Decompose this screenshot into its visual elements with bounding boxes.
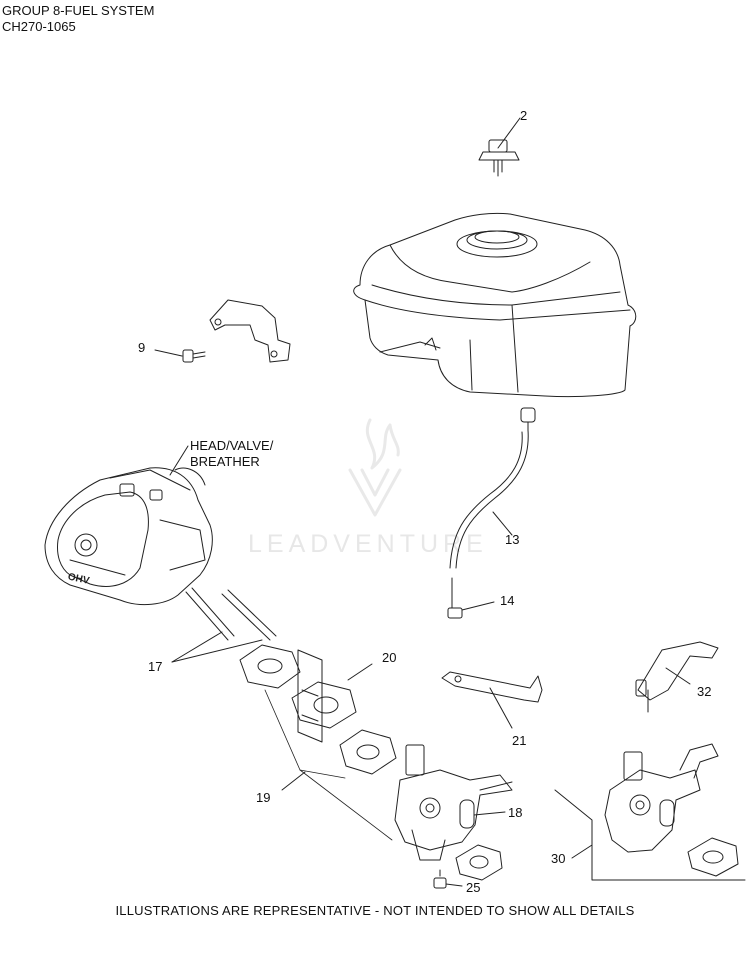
fuel-tank — [353, 212, 637, 398]
callout-32: 32 — [697, 684, 712, 699]
part-32-lever — [635, 641, 719, 713]
leader-30 — [571, 844, 593, 859]
leader-17a — [171, 631, 223, 663]
diagram-model-number: CH270-1065 — [2, 19, 76, 34]
callout-30: 30 — [551, 851, 566, 866]
callout-20: 20 — [382, 650, 397, 665]
callout-17: 17 — [148, 659, 163, 674]
part-21-bracket — [441, 671, 543, 729]
head-valve-breather-assembly: OHV — [44, 445, 213, 606]
callout-13: 13 — [505, 532, 520, 547]
callout-head-line2: BREATHER — [190, 454, 260, 469]
disclaimer-footer: ILLUSTRATIONS ARE REPRESENTATIVE - NOT I… — [115, 903, 635, 918]
part-18-carburetor — [394, 744, 513, 861]
part-13-fuel-hose — [449, 429, 529, 569]
callout-9: 9 — [138, 340, 146, 355]
callout-21: 21 — [512, 733, 527, 748]
callout-25: 25 — [466, 880, 481, 895]
leader-9 — [154, 349, 183, 357]
watermark-text: LEADVENTURE — [248, 530, 488, 558]
callout-2: 2 — [520, 108, 528, 123]
callout-19: 19 — [256, 790, 271, 805]
callout-head-line1: HEAD/VALVE/ — [190, 438, 274, 453]
part-25-screw — [433, 869, 463, 889]
leader-19 — [281, 771, 306, 791]
fuel-filter — [520, 407, 536, 431]
leader-17b — [171, 639, 263, 663]
leader-32 — [665, 667, 691, 685]
part-19-gaskets — [239, 644, 503, 881]
callout-14: 14 — [500, 593, 515, 608]
leader-2 — [497, 117, 521, 149]
watermark-logo — [348, 418, 402, 517]
leader-14 — [461, 601, 495, 611]
leader-13 — [492, 511, 513, 536]
part-2-cap-vent — [478, 117, 521, 177]
part-14-hose-clamp — [447, 577, 495, 619]
part-30-carburetor-assembly — [554, 743, 746, 881]
part-17-studs — [171, 587, 277, 663]
mounting-bracket — [209, 299, 291, 363]
leader-21 — [489, 687, 513, 729]
leader-20 — [347, 663, 373, 681]
part-9-bolt — [154, 349, 206, 363]
callout-18: 18 — [508, 805, 523, 820]
leader-25 — [445, 883, 463, 887]
leader-18 — [473, 811, 506, 816]
leader-head — [169, 445, 189, 476]
diagram-group-title: GROUP 8-FUEL SYSTEM — [2, 3, 155, 18]
ohv-engraving: OHV — [67, 572, 91, 587]
